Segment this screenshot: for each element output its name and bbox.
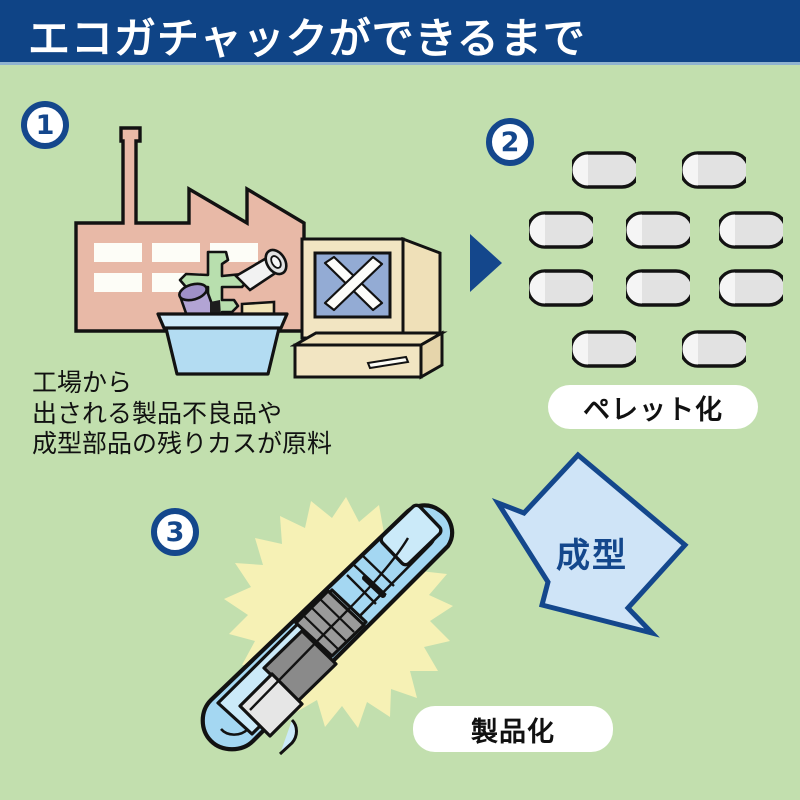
step-badge-3: 3	[151, 508, 199, 556]
caption-line-2: 出される製品不良品や	[32, 398, 283, 428]
header-underline	[0, 62, 800, 65]
pellet	[716, 210, 788, 250]
product-label-pill: 製品化	[413, 706, 613, 752]
pellet-grid	[526, 140, 792, 380]
scrap-bin-illustration	[150, 240, 295, 380]
factory-windows	[94, 243, 258, 292]
header-bar	[0, 0, 800, 62]
pellet	[679, 329, 751, 369]
molding-arrow-label: 成型	[556, 536, 628, 576]
molding-arrow	[490, 445, 710, 640]
pellet	[526, 268, 598, 308]
step-badge-2: 2	[486, 118, 534, 166]
x-mark-icon	[323, 255, 384, 312]
eco-gachuck-clip-illustration	[180, 498, 470, 766]
pellet	[569, 150, 641, 190]
pellet	[623, 210, 695, 250]
caption-line-3: 成型部品の残りカスが原料	[32, 429, 333, 458]
pellet	[526, 210, 598, 250]
pellet-label-pill: ペレット化	[548, 385, 758, 429]
page-title: エコガチャックができるまで	[28, 14, 586, 63]
arrow-right-icon	[468, 232, 504, 294]
step-1-caption: 工場から 出される製品不良品や 成型部品の残りカスが原料	[32, 368, 392, 460]
pellet	[679, 150, 751, 190]
tube-part	[233, 248, 288, 292]
pellet	[716, 268, 788, 308]
monitor-illustration	[289, 225, 455, 385]
pellet	[623, 268, 695, 308]
step-badge-1: 1	[21, 101, 69, 149]
pellet	[569, 329, 641, 369]
caption-line-1: 工場から	[32, 368, 133, 397]
